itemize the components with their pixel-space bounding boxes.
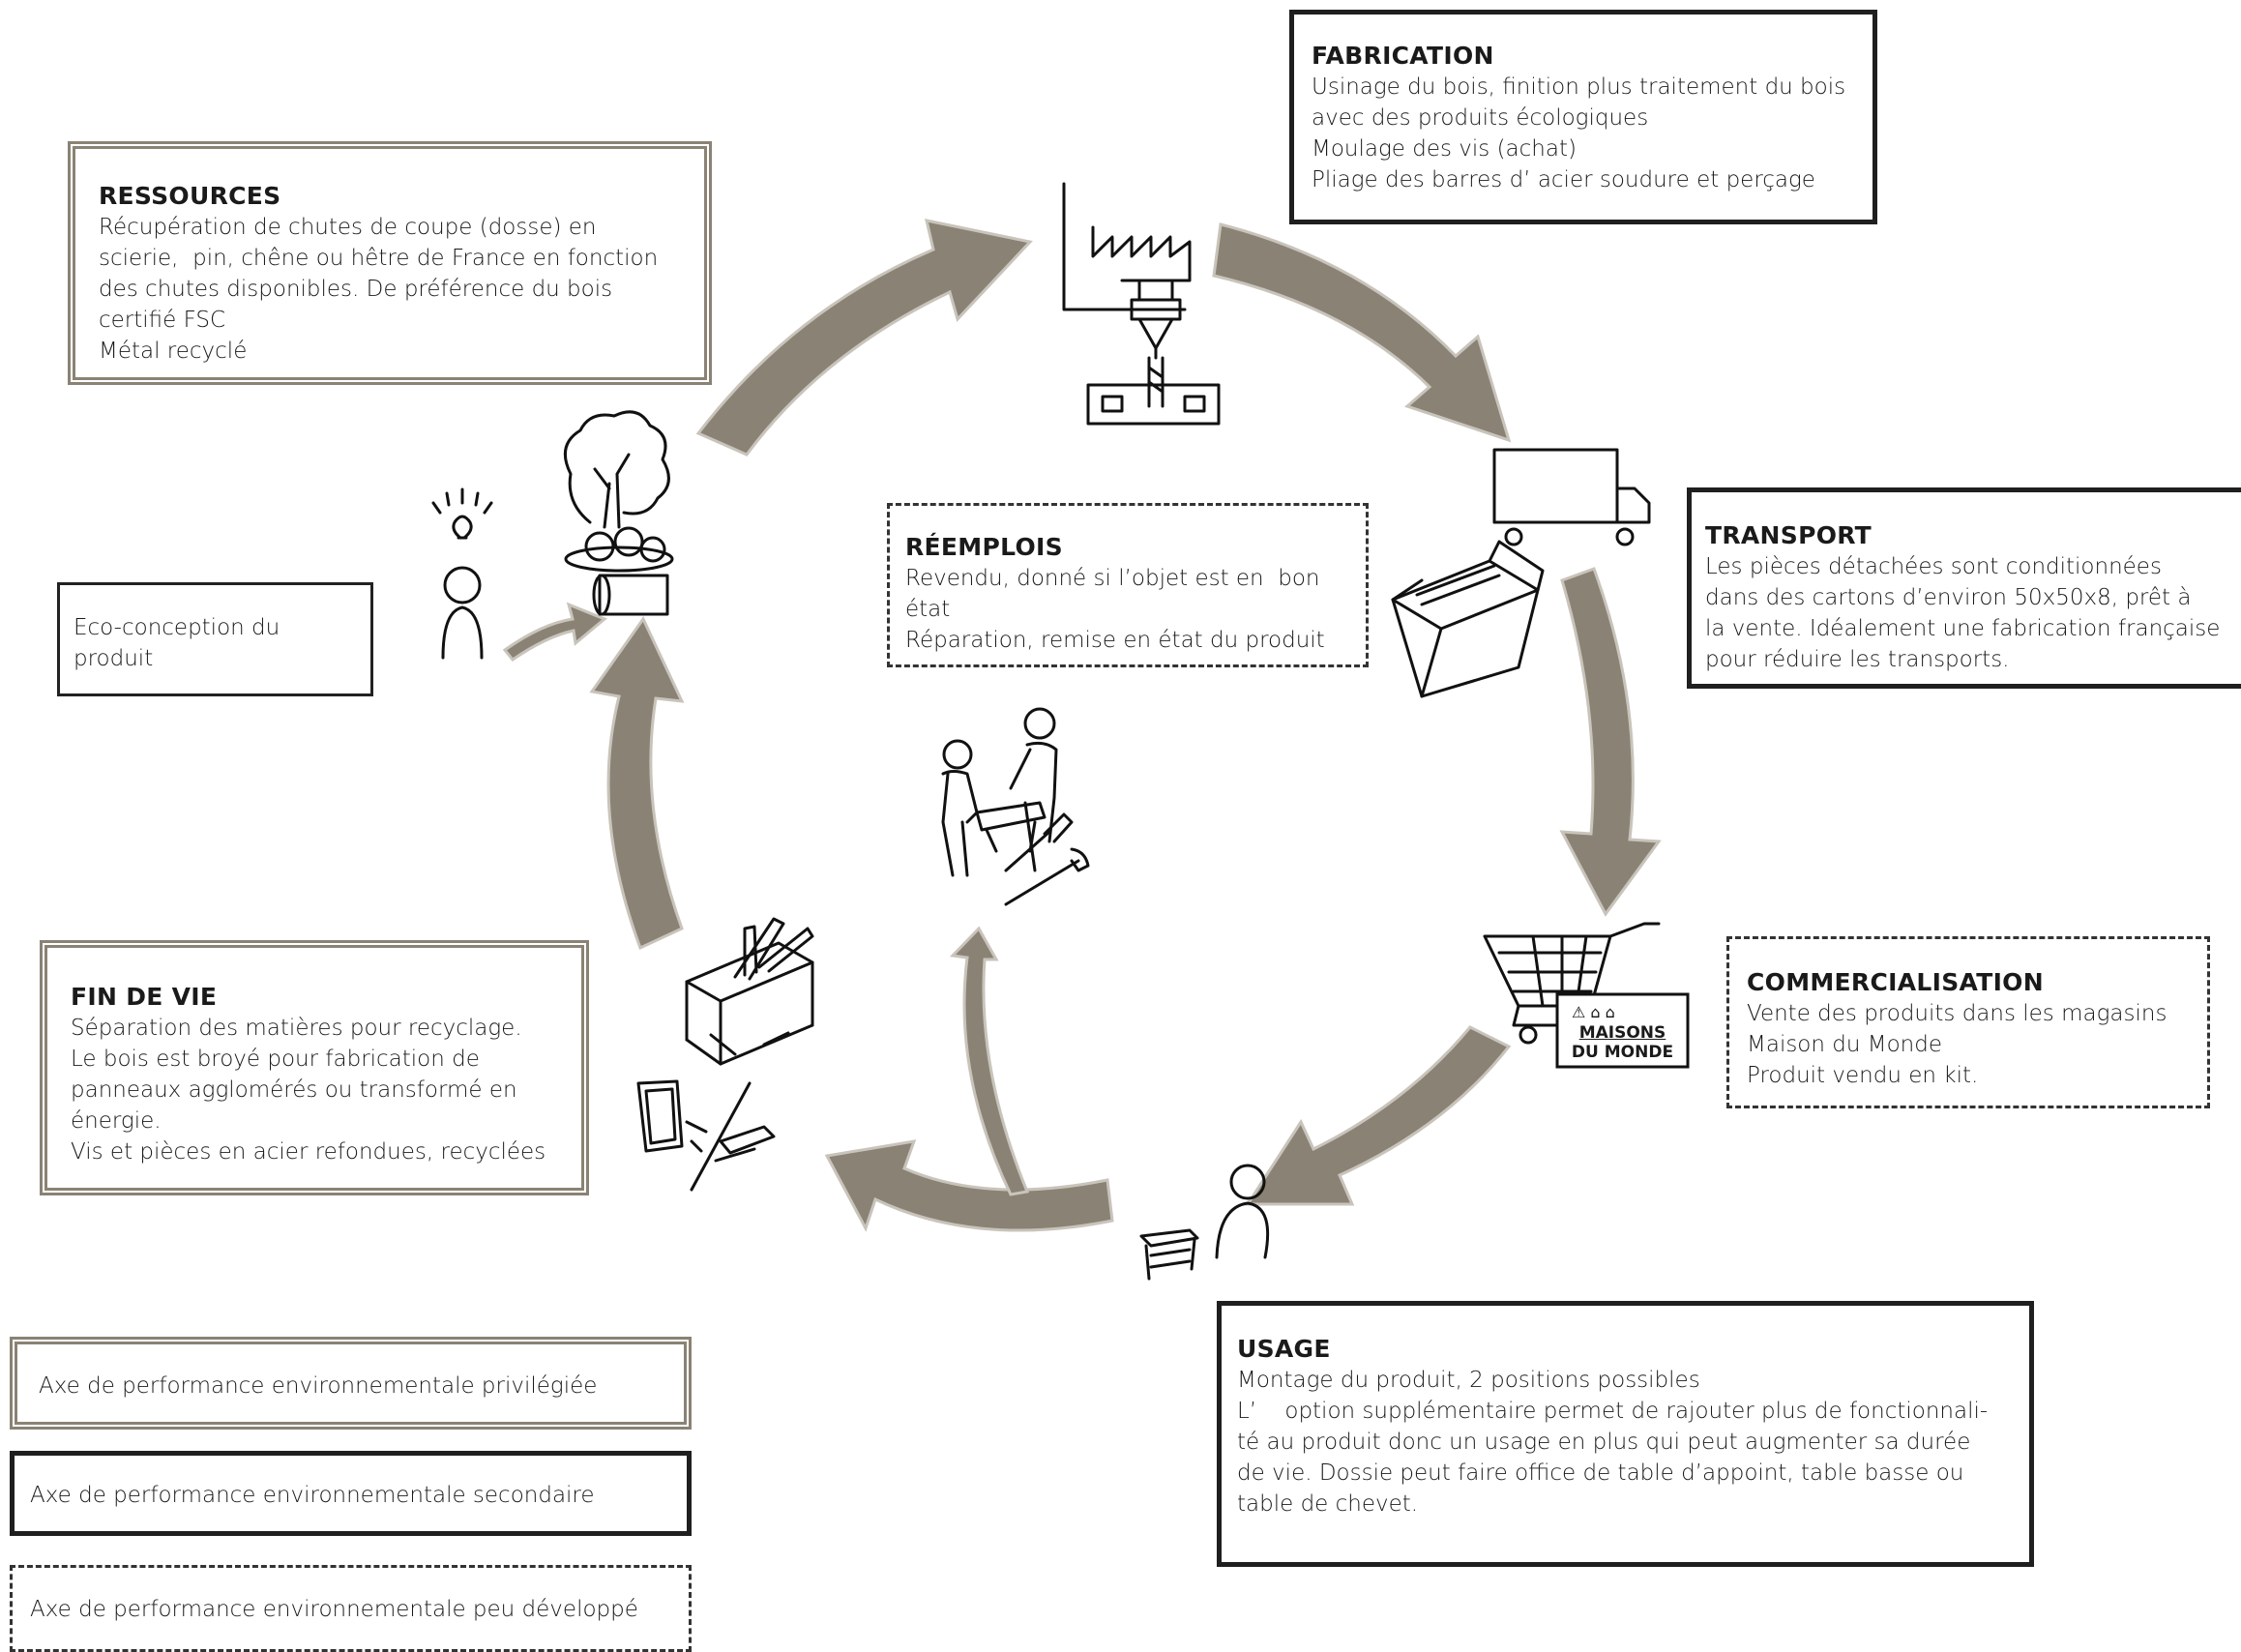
commercialisation-box: COMMERCIALISATION Vente des produits dan… xyxy=(1726,936,2210,1108)
cardboard-box-icon xyxy=(1391,540,1545,698)
store-sign-icon: ⚠ ⌂ ⌂ xyxy=(1555,992,1690,1069)
reemplois-line-2: état xyxy=(905,597,951,622)
usage-line-5: table de chevet. xyxy=(1237,1491,1419,1517)
commercialisation-line-1: Vente des produits dans les magasins xyxy=(1747,1001,2167,1026)
usage-box: USAGE Montage du produit, 2 positions po… xyxy=(1217,1301,2034,1567)
person-icon-usage xyxy=(1215,1164,1270,1259)
ressources-box: RESSOURCES Récupération de chutes de cou… xyxy=(68,141,712,385)
transport-box: TRANSPORT Les pièces détachées sont cond… xyxy=(1687,487,2241,689)
reemplois-line-1: Revendu, donné si l’objet est en bon xyxy=(905,566,1320,591)
arrow-ecoconception-to-ressources xyxy=(502,602,607,663)
fin-de-vie-line-2: Le bois est broyé pour fabrication de xyxy=(71,1047,480,1072)
transport-line-2: dans des cartons d’environ 50x50x8, prêt… xyxy=(1705,585,2192,610)
recycled-parts-icon xyxy=(636,1079,776,1192)
fabrication-line-3: Moulage des vis (achat) xyxy=(1312,136,1577,162)
svg-text:⚠ ⌂ ⌂: ⚠ ⌂ ⌂ xyxy=(1572,1003,1615,1021)
arrow-commercialisation-to-usage xyxy=(1245,1025,1512,1206)
usage-line-1: Montage du produit, 2 positions possible… xyxy=(1237,1368,1700,1393)
shredder-icon xyxy=(685,917,814,1066)
fabrication-line-1: Usinage du bois, finition plus traitemen… xyxy=(1312,74,1846,100)
usage-title: USAGE xyxy=(1237,1335,1331,1363)
fabrication-title: FABRICATION xyxy=(1312,42,1494,70)
arrow-usage-to-reemplois xyxy=(949,926,1030,1196)
ressources-line-4: certifié FSC xyxy=(99,308,226,333)
fin-de-vie-line-1: Séparation des matières pour recyclage. xyxy=(71,1016,522,1041)
ecoconception-line-2: produit xyxy=(74,646,154,671)
legend-privileged: Axe de performance environnementale priv… xyxy=(10,1337,692,1430)
transport-line-3: la vente. Idéalement une fabrication fra… xyxy=(1705,616,2221,641)
repair-people-icon xyxy=(941,707,1090,906)
legend-privileged-label: Axe de performance environnementale priv… xyxy=(39,1373,598,1399)
stool-icon xyxy=(1139,1228,1199,1281)
usage-line-3: té au produit donc un usage en plus qui … xyxy=(1237,1430,1971,1455)
store-sign-line-2: DU MONDE xyxy=(1571,1043,1674,1062)
legend-secondary-label: Axe de performance environnementale seco… xyxy=(30,1483,595,1508)
legend-minor-label: Axe de performance environnementale peu … xyxy=(30,1597,638,1622)
store-sign-label: MAISONS DU MONDE xyxy=(1559,1023,1686,1062)
fabrication-line-4: Pliage des barres d’ acier soudure et pe… xyxy=(1312,167,1815,192)
ressources-line-5: Métal recyclé xyxy=(99,339,248,364)
usage-line-4: de vie. Dossie peut faire office de tabl… xyxy=(1237,1460,1964,1486)
arrow-usage-to-fin-de-vie xyxy=(824,1139,1114,1232)
fin-de-vie-line-5: Vis et pièces en acier refondues, recycl… xyxy=(71,1139,546,1165)
reemplois-line-3: Réparation, remise en état du produit xyxy=(905,628,1325,653)
ressources-line-1: Récupération de chutes de coupe (dosse) … xyxy=(99,215,597,240)
person-icon-ecoconception xyxy=(431,487,493,660)
ecoconception-line-1: Eco-conception du xyxy=(74,615,280,640)
truck-icon xyxy=(1492,448,1651,546)
commercialisation-line-3: Produit vendu en kit. xyxy=(1747,1063,1979,1088)
ressources-line-3: des chutes disponibles. De préférence du… xyxy=(99,277,613,302)
legend-secondary: Axe de performance environnementale seco… xyxy=(10,1451,692,1536)
legend-minor: Axe de performance environnementale peu … xyxy=(10,1565,692,1652)
transport-line-4: pour réduire les transports. xyxy=(1705,647,2010,672)
fin-de-vie-title: FIN DE VIE xyxy=(71,983,218,1011)
fin-de-vie-line-4: énergie. xyxy=(71,1108,162,1134)
arrow-transport-to-commercialisation xyxy=(1559,567,1662,917)
reemplois-title: RÉEMPLOIS xyxy=(905,533,1063,561)
ressources-title: RESSOURCES xyxy=(99,182,281,210)
usage-line-2: L’ option supplémentaire permet de rajou… xyxy=(1237,1399,1989,1424)
ressources-line-2: scierie, pin, chêne ou hêtre de France e… xyxy=(99,246,659,271)
tree-logs-icon xyxy=(563,410,674,616)
store-sign-line-1: MAISONS xyxy=(1578,1023,1666,1043)
commercialisation-line-2: Maison du Monde xyxy=(1747,1032,1943,1057)
fin-de-vie-line-3: panneaux agglomérés ou transformé en xyxy=(71,1077,517,1103)
cycle-arrows xyxy=(502,219,1662,1232)
fabrication-line-2: avec des produits écologiques xyxy=(1312,105,1649,131)
commercialisation-title: COMMERCIALISATION xyxy=(1747,968,2044,996)
ecoconception-box: Eco-conception du produit xyxy=(57,582,373,696)
fin-de-vie-box: FIN DE VIE Séparation des matières pour … xyxy=(40,940,589,1195)
factory-icon xyxy=(1062,182,1221,426)
reemplois-box: RÉEMPLOIS Revendu, donné si l’objet est … xyxy=(887,503,1369,667)
arrow-fin-de-vie-to-ressources xyxy=(589,616,685,951)
arrow-fabrication-to-transport xyxy=(1212,222,1512,443)
transport-title: TRANSPORT xyxy=(1705,521,1872,549)
transport-line-1: Les pièces détachées sont conditionnées xyxy=(1705,554,2162,579)
fabrication-box: FABRICATION Usinage du bois, finition pl… xyxy=(1289,10,1877,224)
arrow-ressources-to-fabrication xyxy=(695,219,1033,457)
